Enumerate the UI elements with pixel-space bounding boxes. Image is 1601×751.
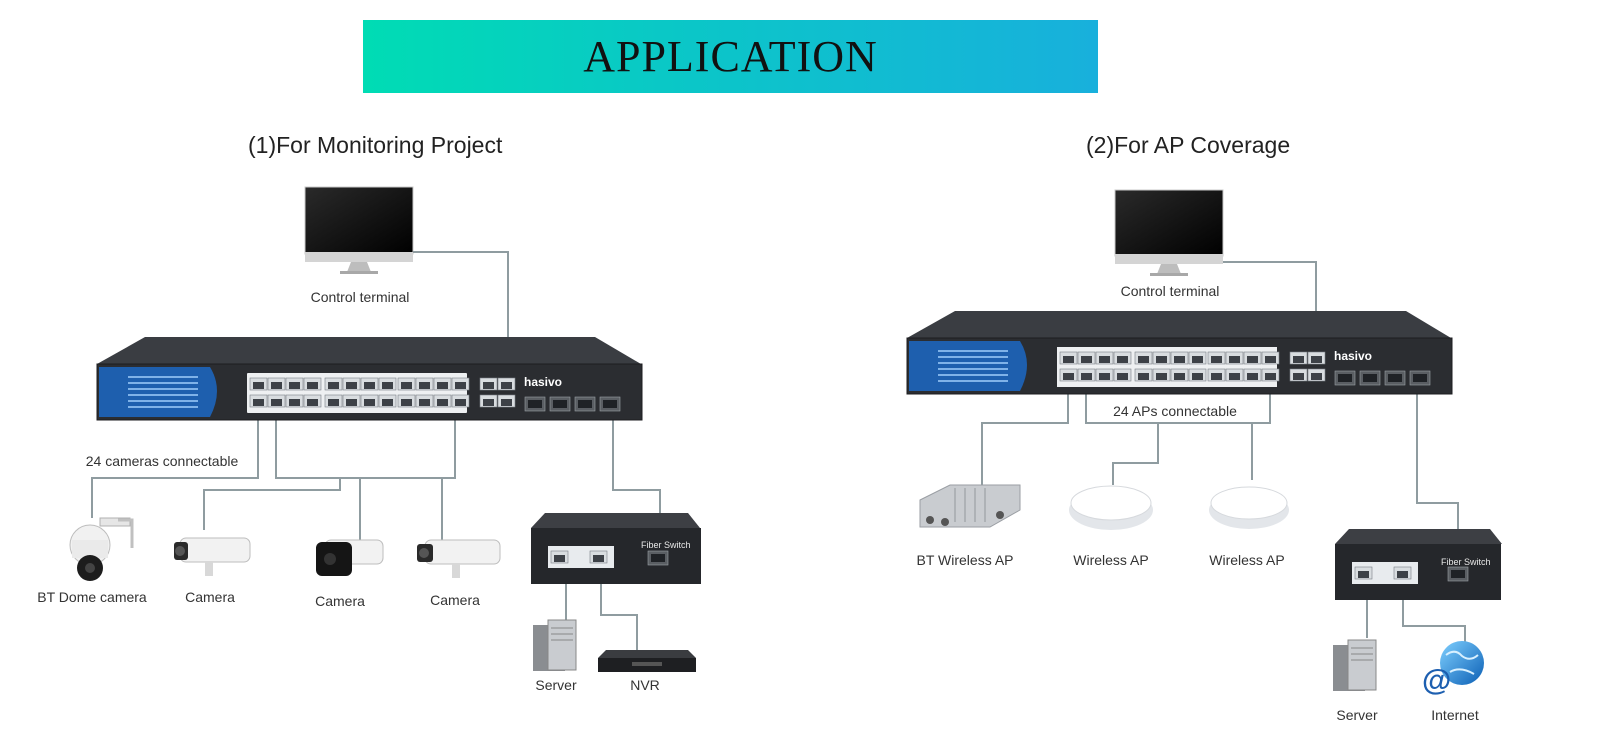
- bt-wireless-ap-label: BT Wireless AP: [916, 552, 1014, 568]
- wireless-ap-2: [1209, 486, 1289, 529]
- wireless-ap-1: [1069, 485, 1153, 530]
- cameras-connectable-label: 24 cameras connectable: [85, 453, 239, 469]
- hasivo-switch-right: hasivo: [906, 311, 1453, 395]
- server-label-left: Server: [535, 677, 577, 693]
- application-banner: APPLICATION: [363, 20, 1098, 93]
- internet-globe-icon: @: [1422, 641, 1484, 697]
- internet-label: Internet: [1431, 707, 1479, 723]
- server-label-right: Server: [1336, 707, 1378, 723]
- fiber-switch-right: Fiber Switch: [1335, 529, 1502, 600]
- camera-label-3: Camera: [430, 592, 480, 608]
- wireless-ap-label-1: Wireless AP: [1073, 552, 1149, 568]
- svg-text:@: @: [1422, 664, 1451, 697]
- bullet-camera-2: [316, 539, 384, 576]
- control-terminal-label-right: Control terminal: [1120, 283, 1220, 299]
- bullet-camera-1: [174, 537, 251, 576]
- aps-connectable-label: 24 APs connectable: [1113, 403, 1237, 419]
- server-left: [533, 619, 577, 671]
- fiber-switch-label-left: Fiber Switch: [641, 540, 691, 550]
- bt-dome-camera-label: BT Dome camera: [37, 589, 147, 605]
- control-terminal-monitor-right: [1114, 189, 1224, 276]
- camera-label-2: Camera: [315, 593, 365, 609]
- server-right: [1333, 639, 1377, 691]
- fiber-switch-left: Fiber Switch: [531, 513, 701, 584]
- bt-dome-camera: [69, 517, 134, 581]
- switch-brand-left: hasivo: [524, 375, 562, 389]
- bullet-camera-3: [417, 539, 501, 578]
- fiber-switch-label-right: Fiber Switch: [1441, 557, 1491, 567]
- control-terminal-label-left: Control terminal: [310, 289, 410, 305]
- nvr-label: NVR: [630, 677, 660, 693]
- ap-section-title: (2)For AP Coverage: [1086, 132, 1291, 158]
- connector-lines-left: [91, 251, 661, 650]
- bt-wireless-ap: [919, 484, 1021, 528]
- wireless-ap-label-2: Wireless AP: [1209, 552, 1285, 568]
- monitoring-section-title: (1)For Monitoring Project: [248, 132, 503, 158]
- control-terminal-monitor-left: [304, 186, 414, 274]
- hasivo-switch-left: hasivo: [96, 337, 643, 421]
- camera-label-1: Camera: [185, 589, 235, 605]
- nvr-device: [598, 650, 696, 672]
- banner-title: APPLICATION: [583, 32, 878, 81]
- switch-brand-right: hasivo: [1334, 349, 1372, 363]
